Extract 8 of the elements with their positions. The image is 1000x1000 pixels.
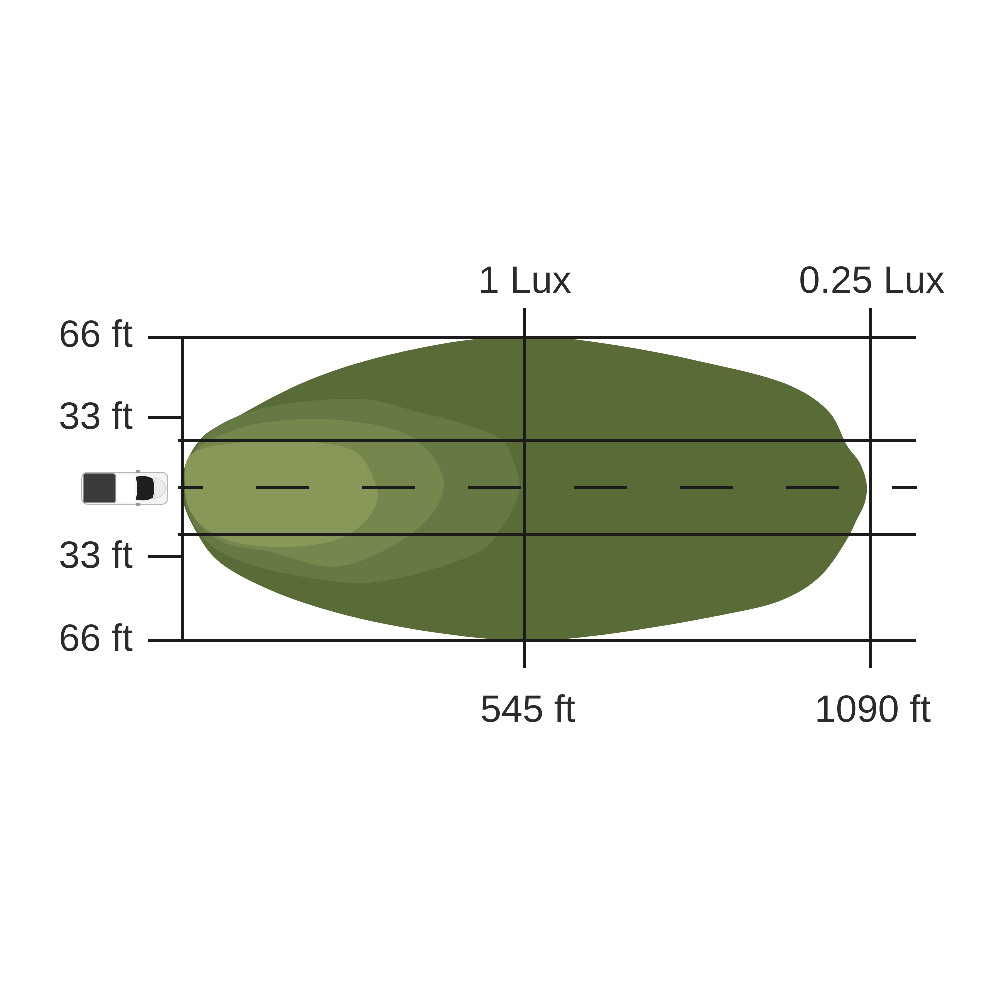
distance-label: 545 ft bbox=[480, 690, 576, 732]
illuminance-label: 1 Lux bbox=[478, 261, 572, 303]
width-tick-label: 33 ft bbox=[59, 536, 133, 578]
width-tick-label: 33 ft bbox=[59, 397, 133, 439]
illuminance-label: 0.25 Lux bbox=[799, 261, 945, 303]
width-tick-label: 66 ft bbox=[59, 619, 133, 661]
width-tick-label: 66 ft bbox=[59, 315, 133, 357]
distance-label: 1090 ft bbox=[814, 690, 932, 732]
